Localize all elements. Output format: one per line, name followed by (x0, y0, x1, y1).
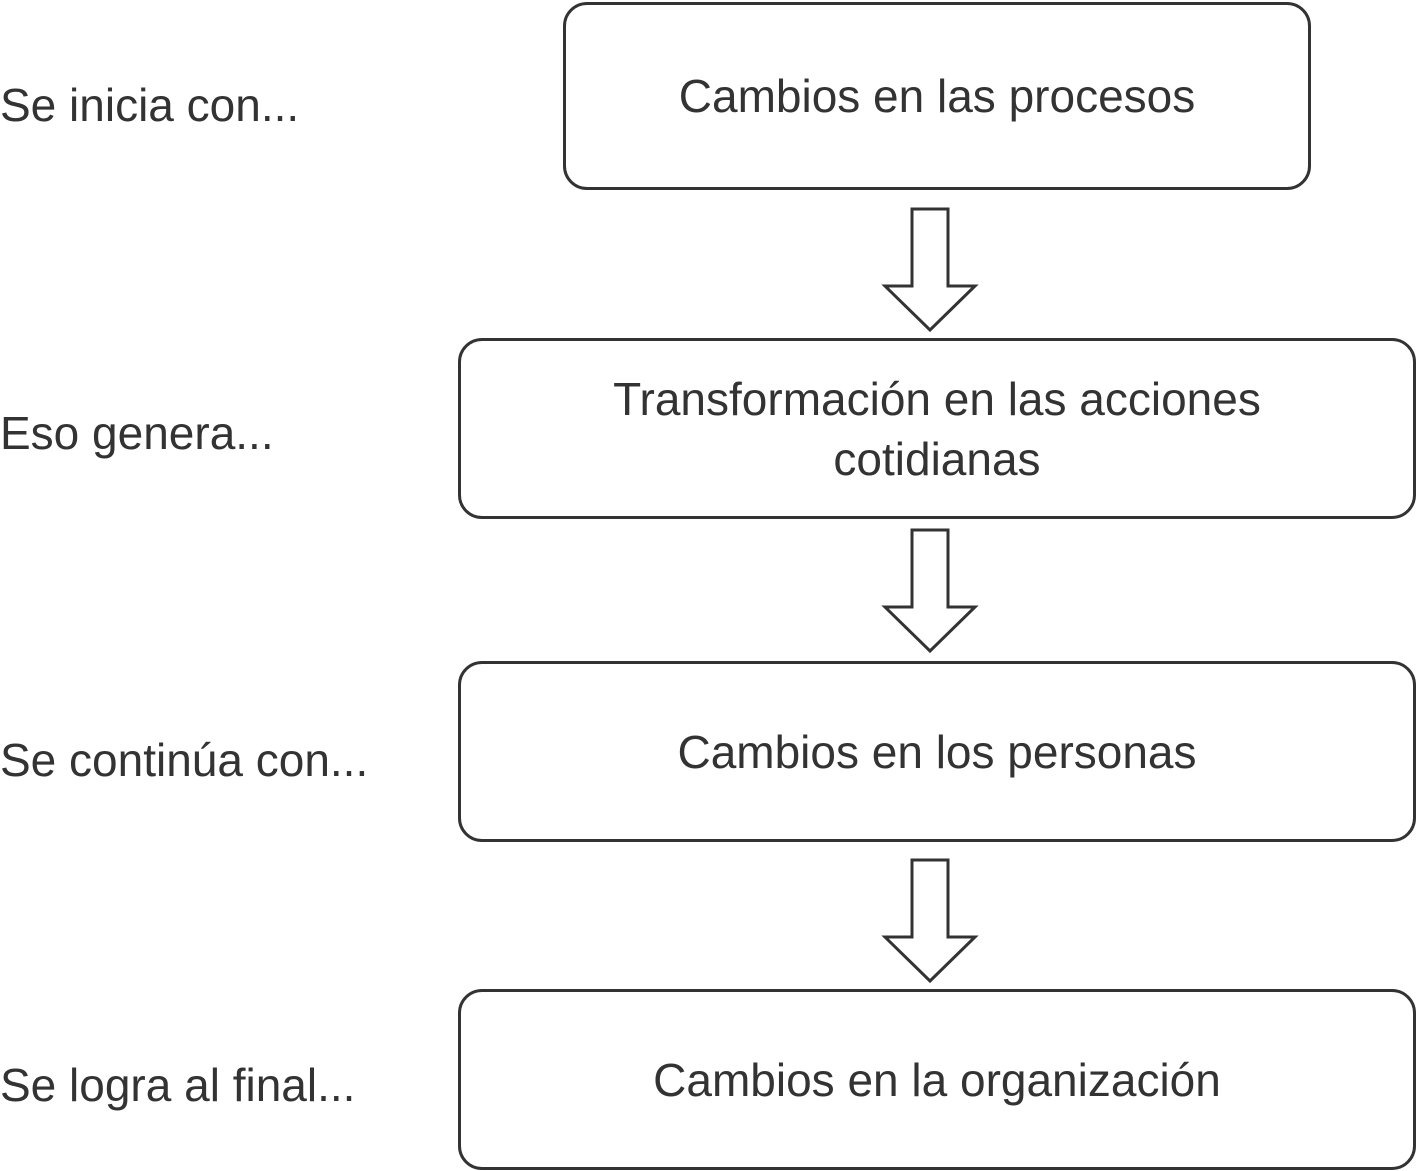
step-box-people: Cambios en los personas (458, 661, 1416, 842)
step-box-processes: Cambios en las procesos (563, 2, 1311, 190)
stage-label-continues: Se continúa con... (0, 734, 369, 786)
stage-label-generates: Eso genera... (0, 407, 274, 459)
down-arrow-icon (881, 528, 979, 654)
step-text-organization: Cambios en la organización (653, 1053, 1221, 1106)
step-text-people: Cambios en los personas (677, 725, 1197, 778)
stage-label-final: Se logra al final... (0, 1059, 356, 1111)
step-text-processes: Cambios en las procesos (678, 70, 1196, 122)
step-box-daily-actions: Transformación en las acciones cotidiana… (458, 338, 1416, 519)
step-box-organization: Cambios en la organización (458, 989, 1416, 1170)
down-arrow-icon (881, 858, 979, 984)
step-text-daily-actions: Transformación en las acciones cotidiana… (613, 372, 1261, 485)
down-arrow-icon (881, 207, 979, 333)
stage-label-start: Se inicia con... (0, 79, 300, 131)
